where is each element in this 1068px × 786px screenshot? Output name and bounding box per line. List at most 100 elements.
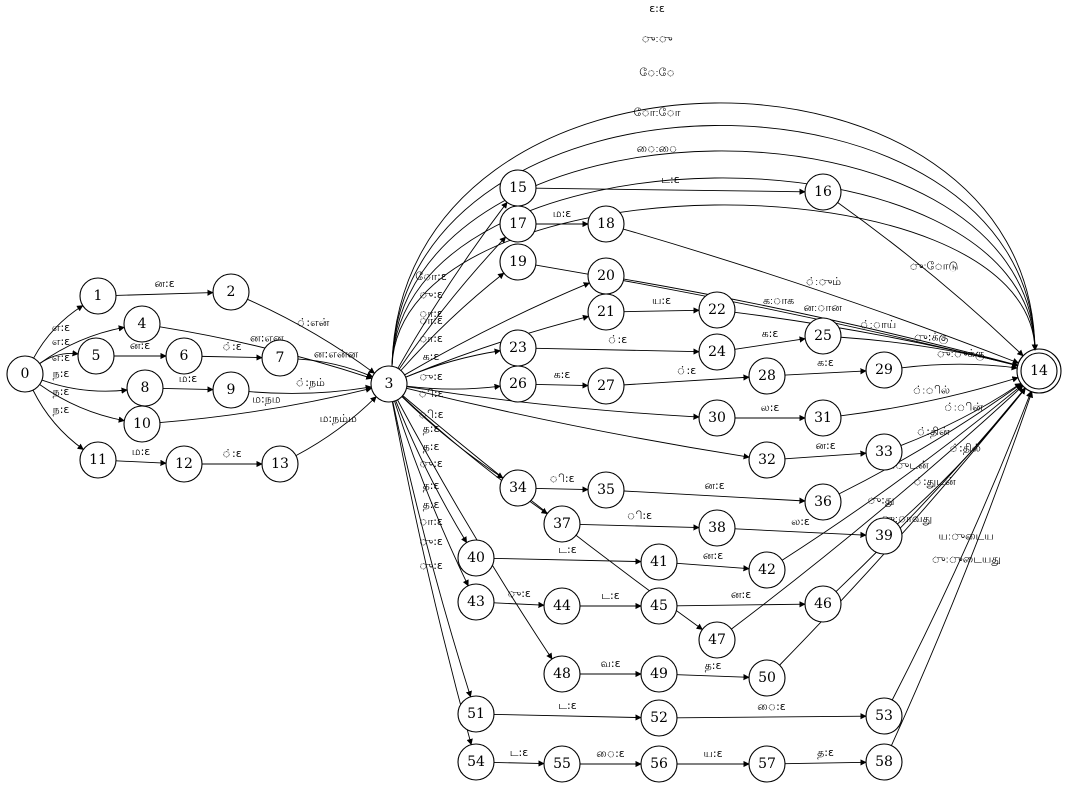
edge-label-34-35: ி:ε xyxy=(549,472,574,485)
edge-label-13-3: ம:நம்ம xyxy=(320,412,357,425)
state-node-8: 8 xyxy=(126,369,164,407)
state-node-56: 56 xyxy=(640,745,678,783)
state-circle xyxy=(79,277,117,315)
state-node-42: 42 xyxy=(748,551,786,589)
edges-layer xyxy=(32,102,1039,768)
state-circle xyxy=(543,505,581,543)
edge-27-28 xyxy=(623,374,750,386)
edge-label-3-32: ி:ε xyxy=(418,408,443,421)
state-node-6: 6 xyxy=(165,337,203,375)
state-label: 4 xyxy=(138,316,147,332)
edge-label-3-14: ை:ை xyxy=(637,142,678,155)
edge-label-10-3: ம:நம xyxy=(252,393,281,406)
state-label: 21 xyxy=(597,304,615,320)
edge-label-26-27: க:ε xyxy=(554,368,571,381)
edge-2-3 xyxy=(247,298,376,374)
edge-3-32 xyxy=(406,387,750,460)
state-circle xyxy=(698,509,736,547)
state-node-57: 57 xyxy=(748,745,786,783)
edge-3-30 xyxy=(406,386,700,420)
state-label: 18 xyxy=(597,216,615,232)
state-node-12: 12 xyxy=(165,445,203,483)
edge-3-14 xyxy=(391,177,1039,367)
edge-label-30-31: ல:ε xyxy=(761,401,780,414)
state-node-11: 11 xyxy=(79,441,117,479)
state-node-23: 23 xyxy=(499,329,537,367)
state-node-52: 52 xyxy=(640,699,678,737)
state-node-17: 17 xyxy=(499,205,537,243)
edge-label-54-55: ட:ε xyxy=(510,746,528,759)
state-label: 56 xyxy=(650,756,668,772)
state-label: 46 xyxy=(814,596,832,612)
state-label: 12 xyxy=(175,456,193,472)
final-state-outer-ring xyxy=(1016,348,1062,394)
edge-9-3 xyxy=(248,384,372,394)
state-circle xyxy=(123,405,161,443)
edge-49-50 xyxy=(676,673,750,681)
edge-label-17-18: ம:ε xyxy=(553,207,572,220)
edge-label-52-53: ை:ε xyxy=(757,700,786,713)
edge-32-33 xyxy=(784,450,867,460)
edge-label-12-13: ்:ε xyxy=(222,447,241,460)
state-circle xyxy=(1020,352,1058,390)
edge-label-3-20: ா:ε xyxy=(419,314,443,327)
edge-label-3-30: ி:ε xyxy=(418,387,443,400)
state-circle xyxy=(543,587,581,625)
state-circle xyxy=(804,317,842,355)
edge-label-2-3: ்:என் xyxy=(297,316,330,329)
state-label: 58 xyxy=(875,754,893,770)
state-node-25: 25 xyxy=(804,317,842,355)
state-node-16: 16 xyxy=(804,173,842,211)
state-circle xyxy=(865,351,903,389)
state-label: 1 xyxy=(94,288,103,304)
state-label: 39 xyxy=(875,528,893,544)
state-node-46: 46 xyxy=(804,585,842,623)
edge-label-3-15: ோ:ε xyxy=(415,270,447,283)
edge-51-52 xyxy=(493,713,642,721)
state-label: 29 xyxy=(875,362,893,378)
edge-43-44 xyxy=(493,601,545,609)
state-circle xyxy=(543,655,581,693)
state-node-31: 31 xyxy=(804,399,842,437)
state-circle xyxy=(261,339,299,377)
state-label: 53 xyxy=(875,708,893,724)
state-label: 20 xyxy=(597,268,615,284)
edge-0-8 xyxy=(41,379,128,394)
state-label: 22 xyxy=(708,302,726,318)
state-node-39: 39 xyxy=(865,517,903,555)
edge-label-3-54: ு:ε xyxy=(419,559,443,572)
state-label: 19 xyxy=(509,254,527,270)
edge-57-58 xyxy=(784,759,867,766)
edge-label-3-14: ு:ு xyxy=(641,32,673,45)
state-label: 47 xyxy=(708,632,726,648)
state-circle xyxy=(165,337,203,375)
state-label: 31 xyxy=(814,410,832,426)
state-circle xyxy=(543,745,581,783)
state-circle xyxy=(698,621,736,659)
state-circle xyxy=(640,655,678,693)
edge-label-3-19: ா:ε xyxy=(419,307,443,320)
edge-3-40 xyxy=(395,400,468,544)
edge-label-15-16: ட:ε xyxy=(661,173,679,186)
edge-label-56-57: ய:ε xyxy=(703,747,722,760)
state-label: 5 xyxy=(92,348,101,364)
state-label: 27 xyxy=(597,378,615,394)
state-node-0: 0 xyxy=(6,355,44,393)
state-circle xyxy=(499,365,537,403)
state-circle xyxy=(804,173,842,211)
state-circle xyxy=(865,743,903,781)
edge-label-3-26: ு:ε xyxy=(419,370,443,383)
state-node-4: 4 xyxy=(123,305,161,343)
edge-label-3-21: ா:ε xyxy=(419,332,443,345)
state-label: 49 xyxy=(650,666,668,682)
state-node-37: 37 xyxy=(543,505,581,543)
state-node-48: 48 xyxy=(543,655,581,693)
edge-labels-layer: எ:εஎ:εஎ:εந:εந:εந:εன:ε்:என்ன:எனன:ε்:εன:என… xyxy=(52,2,1001,760)
state-label: 51 xyxy=(467,706,485,722)
edge-7-3 xyxy=(297,358,374,378)
state-node-22: 22 xyxy=(698,291,736,329)
state-circle xyxy=(499,243,537,281)
state-circle xyxy=(370,365,408,403)
state-circle xyxy=(748,659,786,697)
